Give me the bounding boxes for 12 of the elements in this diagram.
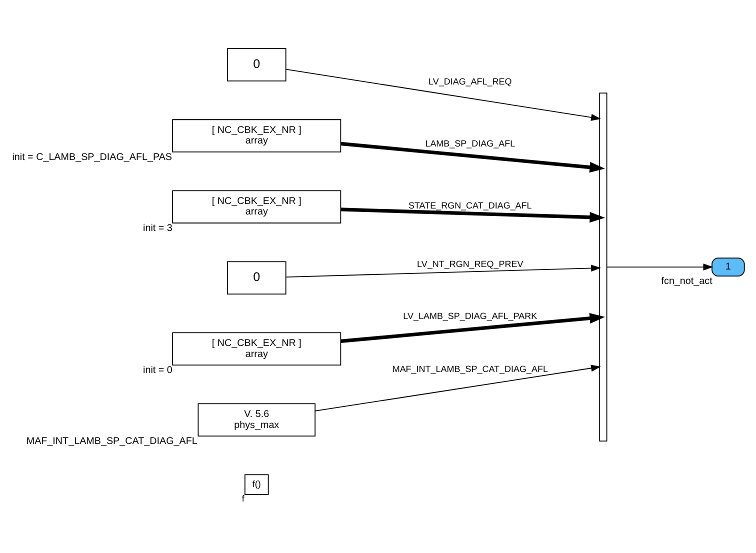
edge-label: STATE_RGN_CAT_DIAG_AFL (408, 200, 532, 211)
edge-label: LV_NT_RGN_REQ_PREV (417, 259, 524, 270)
edge-label: LV_LAMB_SP_DIAG_AFL_PARK (403, 311, 538, 322)
node-label: init = 3 (143, 222, 172, 234)
edge-label: LV_DIAG_AFL_REQ (428, 76, 512, 87)
edge-label: LAMB_SP_DIAG_AFL (425, 138, 516, 149)
node-label: f (242, 494, 244, 504)
edge-label: MAF_INT_LAMB_SP_CAT_DIAG_AFL (392, 364, 548, 374)
node-label: init = 0 (143, 364, 172, 376)
node-label: init = C_LAMB_SP_DIAG_AFL_PAS (12, 152, 172, 163)
node-label: MAF_INT_LAMB_SP_CAT_DIAG_AFL (26, 436, 198, 447)
node-label: fcn_not_act (661, 276, 712, 287)
